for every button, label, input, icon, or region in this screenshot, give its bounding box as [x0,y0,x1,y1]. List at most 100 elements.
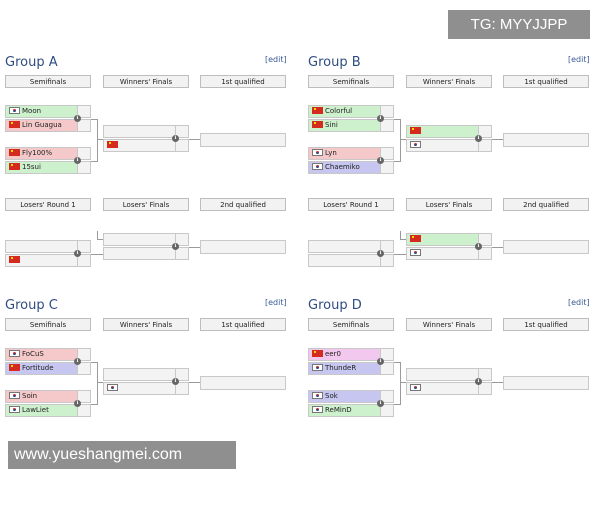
player-name: LawLiet [22,406,49,414]
player-slot[interactable]: 15sui [5,161,78,174]
player-slot[interactable] [103,125,176,138]
player-slot[interactable]: Lin Guagua [5,119,78,132]
match-info-icon[interactable]: i [475,243,482,250]
korea-flag-icon [9,392,20,399]
player-name: Lyn [325,149,337,157]
player-slot[interactable] [406,368,479,381]
player-slot[interactable]: Moon [5,105,78,118]
round-header: Semifinals [5,75,91,88]
match-info-icon[interactable]: i [74,157,81,164]
player-slot[interactable]: Fly100% [5,147,78,160]
player-name: Colorful [325,107,353,115]
match-info-icon[interactable]: i [74,115,81,122]
round-header: 2nd qualified [503,198,589,211]
player-slot[interactable] [103,368,176,381]
score-box [77,404,91,417]
score-box [175,139,189,152]
china-flag-icon [9,163,20,170]
match-info-icon[interactable]: i [377,400,384,407]
player-slot[interactable]: eer0 [308,348,381,361]
edit-link[interactable]: [edit] [265,55,287,64]
player-slot[interactable]: Lyn [308,147,381,160]
score-box [478,247,492,260]
match-info-icon[interactable]: i [74,400,81,407]
player-slot[interactable]: LawLiet [5,404,78,417]
edit-link[interactable]: [edit] [568,55,590,64]
player-slot[interactable] [406,233,479,246]
china-flag-icon [312,350,323,357]
player-slot[interactable] [308,254,381,267]
player-slot[interactable] [103,233,176,246]
player-slot[interactable]: Colorful [308,105,381,118]
bracket-line [91,254,103,255]
player-slot[interactable] [103,139,176,152]
player-slot[interactable] [406,382,479,395]
match-info-icon[interactable]: i [377,358,384,365]
match-info-icon[interactable]: i [475,135,482,142]
edit-link[interactable]: [edit] [265,298,287,307]
score-box [380,105,394,118]
score-box [380,240,394,253]
bracket-line [394,161,400,162]
player-slot[interactable] [406,139,479,152]
match-info-icon[interactable]: i [377,157,384,164]
match-info-icon[interactable]: i [172,243,179,250]
match-info-icon[interactable]: i [377,115,384,122]
edit-link[interactable]: [edit] [568,298,590,307]
round-header: Semifinals [5,318,91,331]
player-slot[interactable]: ThundeR [308,362,381,375]
korea-flag-icon [312,406,323,413]
match-info-icon[interactable]: i [74,358,81,365]
match-info-icon[interactable]: i [74,250,81,257]
korea-flag-icon [9,406,20,413]
score-box [175,382,189,395]
player-slot[interactable]: Soin [5,390,78,403]
match-info-icon[interactable]: i [475,378,482,385]
korea-flag-icon [312,149,323,156]
china-flag-icon [9,364,20,371]
tg-watermark: TG: MYYJJPP [448,10,590,39]
player-slot[interactable] [406,247,479,260]
match-info-icon[interactable]: i [377,250,384,257]
player-slot[interactable] [5,254,78,267]
player-name: Sini [325,121,338,129]
bracket-line [97,362,98,405]
score-box [77,147,91,160]
player-slot[interactable] [5,240,78,253]
player-name: Chaemiko [325,163,360,171]
player-slot[interactable] [406,125,479,138]
player-name: Moon [22,107,42,115]
player-slot[interactable]: Sini [308,119,381,132]
china-flag-icon [410,127,421,134]
round-header: 1st qualified [200,318,286,331]
match-info-icon[interactable]: i [172,135,179,142]
player-slot[interactable]: FoCuS [5,348,78,361]
bracket-line [91,362,97,363]
bracket-line [394,254,406,255]
player-slot[interactable] [103,382,176,395]
round-header: Semifinals [308,75,394,88]
china-flag-icon [312,121,323,128]
group-title: Group B [308,55,361,70]
score-box [175,233,189,246]
winners-final: i [103,125,189,153]
player-slot[interactable]: Fortitude [5,362,78,375]
score-box [77,390,91,403]
china-flag-icon [107,141,118,148]
group-title: Group C [5,298,58,313]
player-slot[interactable]: Sok [308,390,381,403]
bracket-line [189,139,200,140]
score-box [380,404,394,417]
player-slot[interactable] [308,240,381,253]
match-info-icon[interactable]: i [172,378,179,385]
player-slot[interactable] [103,247,176,260]
round-header: Winners' Finals [406,318,492,331]
player-slot[interactable]: Chaemiko [308,161,381,174]
player-slot[interactable]: ReMinD [308,404,381,417]
